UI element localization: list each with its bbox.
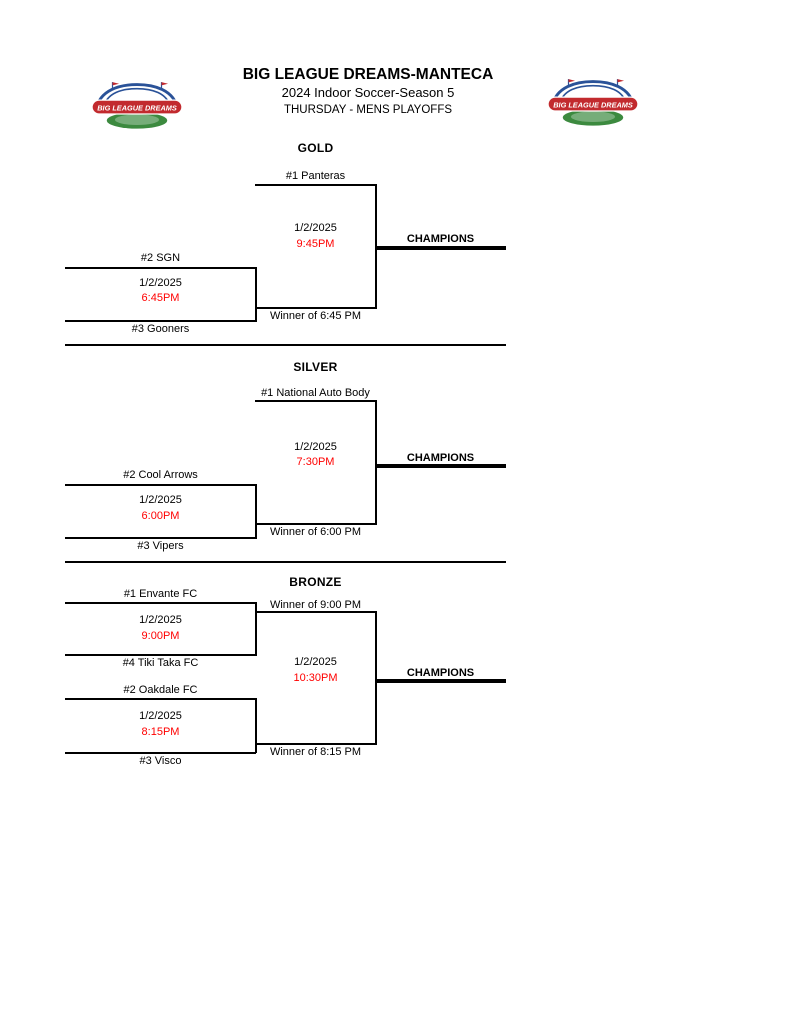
bracket-line <box>65 320 256 322</box>
match-date-bronze-final: 1/2/2025 <box>294 656 337 668</box>
match-time-silver-final: 7:30PM <box>296 456 335 468</box>
team-label-bronze-seed2: #2 Oakdale FC <box>123 684 198 696</box>
page-title: BIG LEAGUE DREAMS-MANTECA <box>242 66 494 83</box>
team-label-gold-seed3: #3 Gooners <box>131 323 190 335</box>
logo-banner <box>547 96 639 112</box>
match-time-bronze-semi1: 9:00PM <box>141 630 180 642</box>
bracket-line <box>255 400 376 402</box>
match-time-bronze-semi2: 8:15PM <box>141 726 180 738</box>
bracket-line <box>65 267 256 269</box>
bracket-line <box>255 184 376 186</box>
bracket-line <box>65 654 256 656</box>
team-label-bronze-seed3: #3 Visco <box>139 755 182 767</box>
bracket-line <box>255 523 376 525</box>
stadium-inner-arc-icon <box>558 84 628 105</box>
bracket-line <box>255 484 257 539</box>
page-event: THURSDAY - MENS PLAYOFFS <box>283 104 453 116</box>
flag-icon <box>112 82 120 86</box>
bracket-line <box>375 611 377 745</box>
winner-label-bronze-semi1: Winner of 9:00 PM <box>269 599 362 611</box>
logo-text: BIG LEAGUE DREAMS <box>553 100 633 109</box>
match-date-bronze-semi2: 1/2/2025 <box>139 710 182 722</box>
match-time-gold-semi: 6:45PM <box>141 292 180 304</box>
match-date-silver-semi: 1/2/2025 <box>139 494 182 506</box>
bracket-line <box>255 698 257 753</box>
champions-line <box>375 464 506 468</box>
bracket-line <box>255 267 257 322</box>
section-divider <box>65 344 506 346</box>
match-date-silver-final: 1/2/2025 <box>294 441 337 453</box>
bracket-line <box>65 484 256 486</box>
bracket-line <box>65 698 256 700</box>
team-label-silver-seed3: #3 Vipers <box>137 540 184 552</box>
winner-label-silver: Winner of 6:00 PM <box>269 526 362 538</box>
bracket-line <box>65 537 256 539</box>
team-label-silver-seed1: #1 National Auto Body <box>261 387 370 399</box>
champions-line <box>375 679 506 683</box>
bracket-line <box>65 752 256 754</box>
stadium-arc-icon <box>94 83 180 111</box>
flag-icon <box>617 79 625 83</box>
logo-banner <box>91 99 183 115</box>
team-label-bronze-seed4: #4 Tiki Taka FC <box>122 657 199 669</box>
champions-line <box>375 246 506 250</box>
field-highlight <box>570 111 616 123</box>
flag-icon <box>161 82 169 86</box>
bracket-line <box>255 743 376 745</box>
match-date-gold-semi: 1/2/2025 <box>139 277 182 289</box>
bld-logo: BIG LEAGUE DREAMS <box>91 82 183 129</box>
flag-icon <box>568 79 576 83</box>
page-subtitle: 2024 Indoor Soccer-Season 5 <box>281 85 455 100</box>
match-date-bronze-semi1: 1/2/2025 <box>139 614 182 626</box>
bracket-line <box>255 602 257 656</box>
team-label-silver-seed2: #2 Cool Arrows <box>123 469 198 481</box>
winner-label-bronze-semi2: Winner of 8:15 PM <box>269 746 362 758</box>
team-label-gold-seed1: #1 Panteras <box>285 170 346 182</box>
field-icon <box>562 109 624 126</box>
match-time-gold-final: 9:45PM <box>296 238 335 250</box>
section-divider <box>65 561 506 563</box>
team-label-gold-seed2: #2 SGN <box>140 252 181 264</box>
section-title-bronze: BRONZE <box>289 575 342 589</box>
bracket-line <box>65 602 256 604</box>
match-time-bronze-final: 10:30PM <box>293 672 338 684</box>
bracket-line <box>255 307 376 309</box>
bracket-line <box>255 611 376 613</box>
logo-text: BIG LEAGUE DREAMS <box>97 103 177 112</box>
winner-label-gold: Winner of 6:45 PM <box>269 310 362 322</box>
team-label-bronze-seed1: #1 Envante FC <box>123 588 198 600</box>
champions-label-silver: CHAMPIONS <box>406 452 475 464</box>
field-icon <box>106 112 168 129</box>
match-time-silver-semi: 6:00PM <box>141 510 180 522</box>
section-title-silver: SILVER <box>293 360 338 374</box>
section-title-gold: GOLD <box>297 141 334 155</box>
field-highlight <box>114 114 160 126</box>
champions-label-gold: CHAMPIONS <box>406 233 475 245</box>
stadium-arc-icon <box>550 80 636 108</box>
stadium-inner-arc-icon <box>102 87 172 108</box>
bld-logo: BIG LEAGUE DREAMS <box>547 79 639 126</box>
match-date-gold-final: 1/2/2025 <box>294 222 337 234</box>
champions-label-bronze: CHAMPIONS <box>406 667 475 679</box>
bracket-line <box>375 400 377 525</box>
